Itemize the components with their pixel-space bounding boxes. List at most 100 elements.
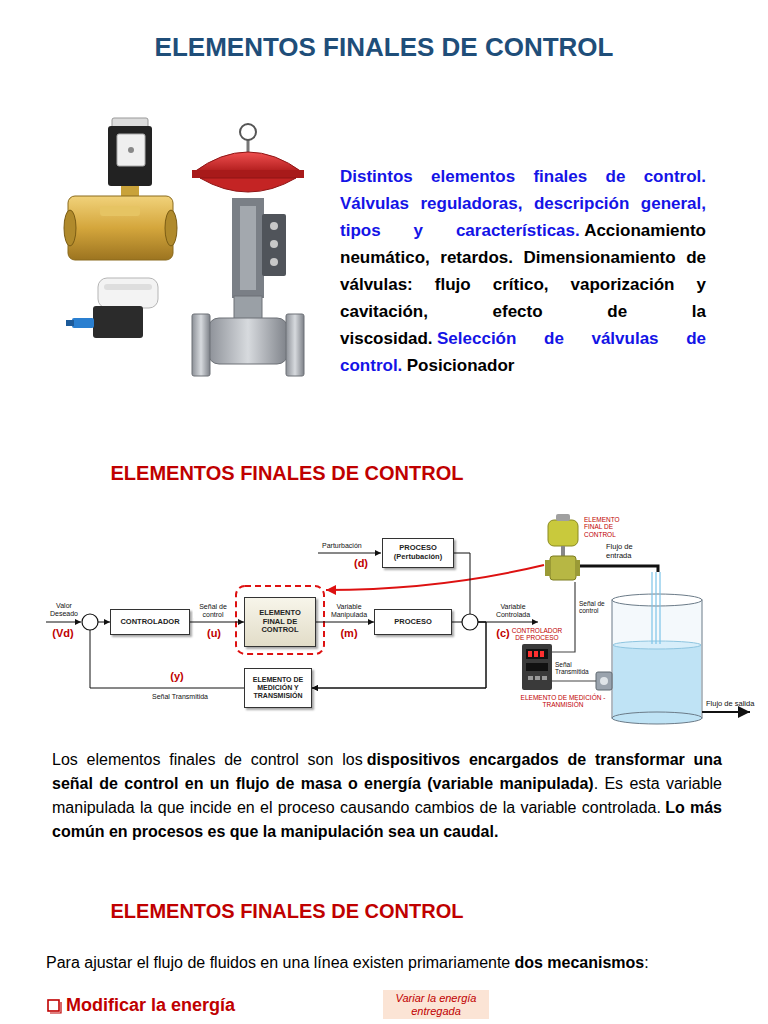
signal-symbol: (u) bbox=[203, 627, 225, 640]
control-valve-photo bbox=[240, 206, 256, 290]
measurement-box: ELEMENTO DE MEDICIÓN Y TRANSMISIÓN bbox=[244, 668, 312, 708]
body-text: dos mecanismos bbox=[514, 954, 644, 971]
diagram-layout-lines bbox=[46, 622, 81, 623]
tank-process-illustration bbox=[552, 680, 596, 681]
positioner-photo bbox=[66, 320, 74, 326]
control-valve-photo bbox=[208, 318, 288, 364]
solenoid-valve-photo bbox=[64, 118, 177, 260]
tank-process-illustration bbox=[575, 560, 580, 576]
signal-symbol: (d) bbox=[350, 557, 372, 570]
page-title: ELEMENTOS FINALES DE CONTROL bbox=[0, 32, 768, 63]
body-text: : bbox=[644, 954, 648, 971]
control-valve-photo bbox=[232, 198, 264, 298]
control-valve-photo bbox=[192, 314, 210, 376]
solenoid-valve-photo bbox=[165, 210, 177, 246]
intro-text: Accionamiento neumático, retardos. Dimen… bbox=[340, 221, 706, 348]
diagram-layout-lines bbox=[236, 586, 324, 654]
signal-connector bbox=[312, 553, 486, 688]
tank-process-illustration bbox=[526, 649, 548, 659]
body-text: Para ajustar el flujo de fluidos en una … bbox=[46, 954, 510, 971]
tank-process-illustration bbox=[612, 600, 702, 718]
signal-symbol: (m) bbox=[336, 627, 362, 640]
wire-label: Señal de control bbox=[579, 600, 610, 615]
diagram-layout-lines bbox=[318, 553, 381, 554]
control-valve-photo bbox=[192, 170, 304, 178]
tank-process-illustration bbox=[613, 645, 701, 717]
illustration-label: Flujo de entrada bbox=[606, 543, 650, 560]
positioner-photo bbox=[66, 278, 158, 338]
solenoid-valve-photo bbox=[108, 126, 152, 186]
tank-process-illustration bbox=[596, 672, 612, 690]
control-valve-photo bbox=[270, 258, 278, 266]
tank-process-illustration bbox=[528, 651, 532, 657]
signal-label: Variable Controlada bbox=[488, 603, 538, 619]
tank-process-illustration bbox=[542, 676, 547, 680]
tank-process-illustration bbox=[522, 644, 552, 690]
tank-process-illustration bbox=[556, 514, 570, 521]
control-valve-photo bbox=[234, 296, 262, 320]
tank-process-illustration bbox=[612, 594, 702, 606]
illustration-label: CONTROLADOR DE PROCESO bbox=[510, 627, 564, 642]
controller-box: CONTROLADOR bbox=[110, 609, 190, 635]
positioner-photo bbox=[98, 278, 158, 308]
bullet-item: Modificar la energía bbox=[66, 995, 366, 1016]
signal-label: Parturbación bbox=[322, 542, 380, 550]
summing-junction bbox=[82, 614, 98, 630]
control-valve-photo bbox=[247, 140, 250, 152]
tank-process-illustration bbox=[613, 641, 701, 649]
box-label: PROCESO (Pertubación) bbox=[386, 544, 450, 561]
solenoid-valve-photo bbox=[68, 196, 173, 260]
control-valve-photo bbox=[270, 222, 278, 230]
control-valve-photo bbox=[286, 314, 304, 376]
control-valve-photo bbox=[192, 124, 304, 376]
signal-symbol: (y) bbox=[166, 670, 188, 683]
tank-process-illustration bbox=[540, 651, 544, 657]
edge-label: Señal Transmitida bbox=[130, 693, 230, 701]
note-box: Variar la energía entregada bbox=[383, 990, 489, 1019]
tank-process-illustration bbox=[528, 676, 533, 680]
tank-process-illustration bbox=[548, 520, 578, 546]
summing-junction bbox=[462, 614, 478, 630]
signal-connector bbox=[316, 622, 374, 623]
box-label: PROCESO bbox=[394, 618, 432, 627]
positioner-photo bbox=[72, 318, 94, 328]
intro-text: Posicionador bbox=[407, 356, 515, 375]
box-label: ELEMENTO DE MEDICIÓN Y TRANSMISIÓN bbox=[248, 676, 308, 700]
tank-process-illustration bbox=[550, 556, 576, 580]
illustration-label: Flujo de salida bbox=[706, 700, 762, 709]
positioner-photo bbox=[104, 284, 152, 290]
edge-label: Señal de control bbox=[193, 603, 233, 618]
edge-label: Variable Manipulada bbox=[326, 603, 372, 618]
signal-connector bbox=[190, 622, 244, 623]
control-valve-photo bbox=[200, 178, 296, 192]
control-valve-photo bbox=[262, 214, 286, 276]
positioner-photo bbox=[93, 306, 143, 338]
control-valve-photo bbox=[194, 152, 302, 172]
final-element-box: ELEMENTO FINAL DE CONTROL bbox=[244, 597, 316, 647]
solenoid-valve-photo bbox=[128, 147, 134, 153]
text-paragraph: Los elementos finales de control son los… bbox=[52, 748, 722, 844]
box-label: Variar la energía entregada bbox=[386, 992, 486, 1017]
tank-process-illustration bbox=[535, 676, 540, 680]
illustration-label: ELEMENTO DE MEDICIÓN - TRANMISIÓN bbox=[516, 694, 610, 709]
solenoid-valve-photo bbox=[100, 206, 140, 216]
diagram-layout-lines bbox=[478, 622, 538, 623]
control-valve-photo bbox=[270, 240, 278, 248]
text-paragraph: Distintos elementos finales de control. … bbox=[340, 163, 706, 379]
illustration-label: ELEMENTO FINAL DE CONTROL bbox=[584, 516, 630, 538]
tank-process-illustration bbox=[561, 546, 565, 556]
tank-process-illustration bbox=[612, 712, 702, 724]
tank-process-illustration bbox=[702, 711, 750, 713]
diagram-layout-lines bbox=[48, 1000, 59, 1011]
wire-label: Señal Transmitida bbox=[555, 661, 597, 676]
tank-process-illustration bbox=[545, 560, 551, 576]
tank-process-illustration bbox=[534, 651, 538, 657]
tank-process-illustration bbox=[652, 572, 660, 644]
process-box: PROCESO bbox=[374, 609, 452, 635]
control-valve-photo bbox=[240, 124, 256, 140]
body-text: Los elementos finales de control son los bbox=[52, 751, 363, 768]
tank-process-illustration bbox=[522, 514, 750, 724]
